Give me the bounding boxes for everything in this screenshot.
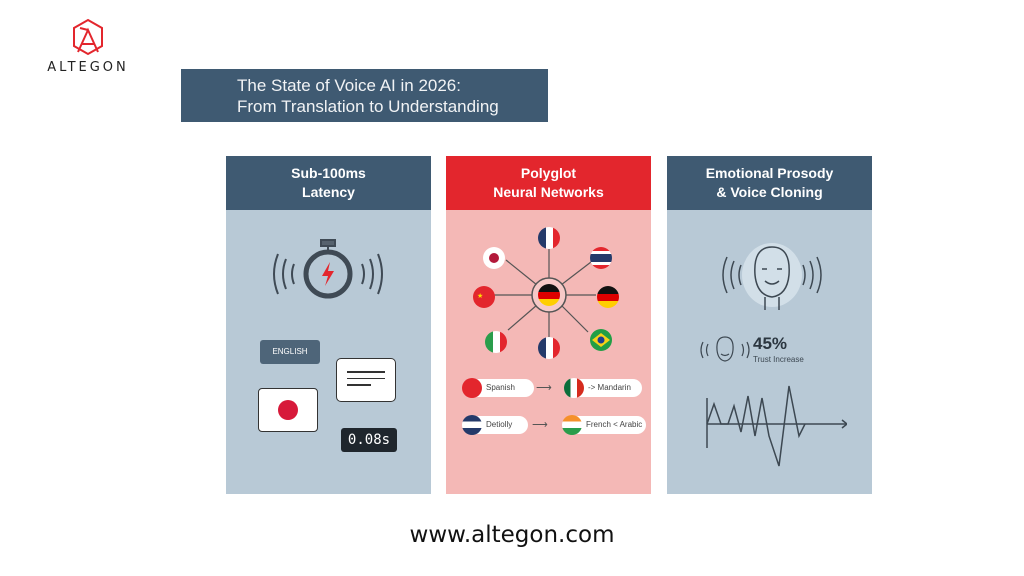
stopwatch-icon	[273, 239, 383, 299]
brand-name: ALTEGON	[47, 60, 129, 75]
page-title: The State of Voice AI in 2026: From Tran…	[181, 69, 548, 122]
english-bubble: ENGLISH	[260, 340, 320, 364]
language-pill: French < Arabic	[562, 415, 646, 435]
language-pill: Spanish	[462, 378, 534, 398]
panel-header: Emotional Prosody & Voice Cloning	[667, 156, 872, 210]
face-voice-icon	[722, 243, 822, 310]
brand-logo: ALTEGON	[38, 18, 138, 75]
panel-prosody: Emotional Prosody & Voice Cloning 45% Tru…	[667, 156, 872, 494]
text-bubble-icon	[336, 358, 396, 402]
panel-title-line: Neural Networks	[493, 184, 604, 200]
small-face-icon	[700, 336, 750, 362]
language-pill: -> Mandarin	[564, 378, 642, 398]
panel-title-line: Polyglot	[520, 165, 577, 181]
language-network-diagram: ★	[473, 227, 619, 359]
arrow-right-icon: ⟶	[536, 382, 552, 394]
title-line-1: The State of Voice AI in 2026:	[237, 76, 461, 95]
waveform-chart	[706, 385, 847, 467]
panel-title-line: Emotional Prosody	[705, 165, 834, 181]
hexagon-logo-icon	[73, 18, 103, 56]
trust-stat: 45%	[753, 334, 788, 353]
latency-value: 0.08s	[341, 428, 397, 452]
website-url[interactable]: www.altegon.com	[409, 522, 615, 548]
arrow-right-icon: ⟶	[532, 419, 548, 431]
japan-bubble-icon	[258, 388, 318, 432]
trust-label: Trust Increase	[753, 355, 804, 364]
panel-title-line: Latency	[302, 184, 355, 200]
language-pill: Detiolly	[462, 415, 528, 435]
flag-france-icon	[538, 227, 560, 249]
flag-france-icon	[538, 337, 560, 359]
svg-text:★: ★	[477, 292, 483, 300]
panel-title-line: & Voice Cloning	[716, 184, 823, 200]
panel-title-line: Sub-100ms	[291, 165, 366, 181]
title-line-2: From Translation to Understanding	[237, 97, 499, 116]
